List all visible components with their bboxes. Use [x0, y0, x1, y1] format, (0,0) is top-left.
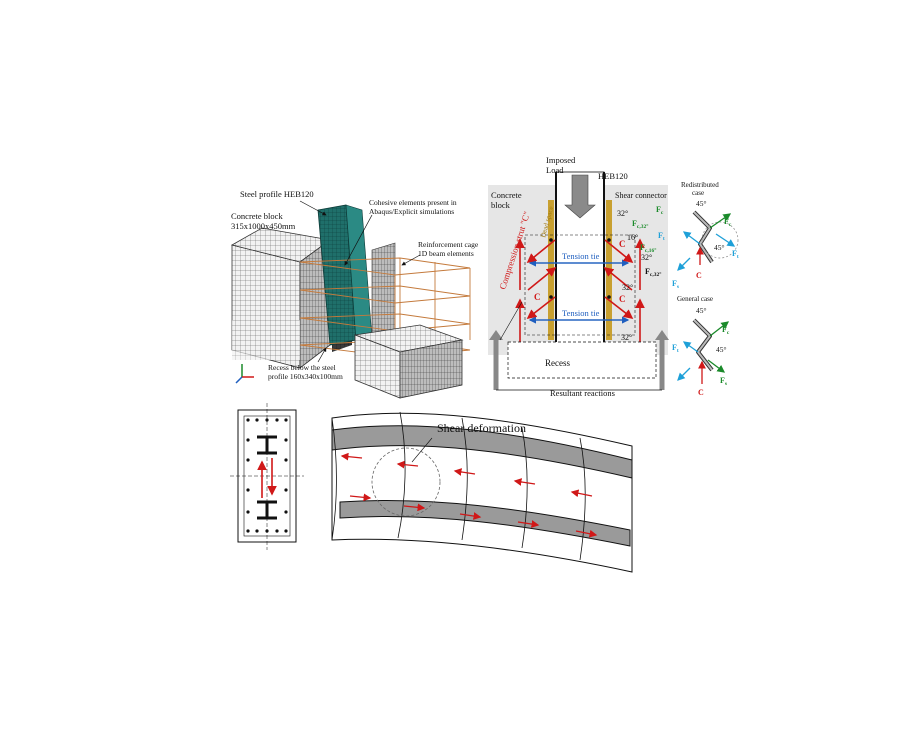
- general-fs-label: Fs: [720, 376, 727, 387]
- leader-recess: [317, 347, 327, 363]
- general-case-label: General case: [677, 295, 713, 303]
- cross-section-panel: [230, 403, 304, 550]
- steel-profile-label: Steel profile HEB120: [240, 189, 314, 199]
- angle-45-d: 45°: [716, 345, 727, 354]
- cohesive-label: Cohesive elements present in: [369, 198, 457, 207]
- angle-45-a: 45°: [696, 199, 707, 208]
- redistributed-case-label-2: case: [692, 189, 704, 197]
- concrete-block-text: Concrete: [491, 190, 522, 200]
- angle-32-upper: 32°: [617, 209, 628, 218]
- recess-box: [507, 341, 657, 379]
- cohesive-label-2: Abaqus/Explicit simulations: [369, 207, 454, 216]
- strut-upper-right: [604, 239, 634, 264]
- reinforcement-label: Reinforcement cage: [418, 240, 479, 249]
- recess-label-2: profile 160x340x100mm: [268, 372, 343, 381]
- strut-upper-left: [526, 239, 556, 264]
- leader-cohesive: [344, 214, 373, 266]
- angle-45-b: 45°: [714, 243, 725, 252]
- concrete-block-dim-label: 315x1000x450mm: [231, 221, 296, 231]
- shear-deformation-title: Shear deformation: [437, 421, 526, 435]
- force-c32-label: Fc,32°: [632, 219, 648, 230]
- redistributed-fc-label: Fc: [724, 217, 732, 228]
- shear-connector-label: Shear connector: [615, 191, 667, 200]
- force-t-label: Ft: [658, 231, 665, 242]
- leader-steel-profile: [299, 200, 327, 216]
- concrete-block-lower-mesh: [232, 320, 300, 360]
- fe-model-panel: Steel profile HEB120 Concrete block 315x…: [230, 189, 479, 399]
- shear-zone-circle: [371, 447, 441, 517]
- connector-redistributed: [692, 210, 714, 264]
- recess-text: Recess: [545, 358, 570, 368]
- c-label-upper-right: C: [619, 239, 626, 249]
- c-label-mid-left: C: [534, 292, 541, 302]
- strut-lower-left: [526, 296, 556, 319]
- redistributed-fs-label: Fs: [672, 279, 679, 290]
- redistributed-c-label: C: [696, 271, 702, 280]
- connector-cases-panel: Redistributed case General case 45° 45° …: [672, 181, 739, 397]
- general-c-label: C: [698, 388, 704, 397]
- imposed-load-arrow: [564, 174, 596, 219]
- tension-tie-label-upper: Tension tie: [562, 251, 600, 261]
- recess-label: Recess below the steel: [268, 363, 336, 372]
- strut-lower-right: [604, 296, 634, 319]
- strut-region: [524, 234, 636, 336]
- concrete-block-text-2: block: [491, 200, 511, 210]
- force-c16-label: Fc,16°: [640, 243, 656, 254]
- heb120-label: HEB120: [598, 171, 628, 181]
- general-fc-label: Fc: [722, 325, 730, 336]
- angle-16: 16°: [627, 233, 638, 242]
- leader-reinforcement: [401, 254, 421, 266]
- upper-steel-beam: [331, 425, 633, 479]
- redistributed-ft-label: Ft: [732, 249, 739, 260]
- shear-deformation-panel: Shear deformation: [331, 411, 633, 573]
- angle-32-side: 32°: [641, 253, 652, 262]
- concrete-block-front-low-side: [399, 339, 463, 399]
- angle-32-mid: 32°: [622, 283, 633, 292]
- force-c-label: Fc: [656, 205, 664, 216]
- axis-triad-icon: [235, 364, 254, 384]
- c-label-mid-right: C: [619, 294, 626, 304]
- resultant-reactions-label: Resultant reactions: [550, 388, 615, 398]
- imposed-load-label-2: Load: [546, 165, 564, 175]
- angle-32-low: 32°: [621, 333, 632, 342]
- angle-45-c: 45°: [696, 306, 707, 315]
- i-section-upper: [257, 435, 277, 455]
- redistributed-case-label: Redistributed: [681, 181, 719, 189]
- i-section-lower: [257, 500, 277, 520]
- strut-mid-left: [527, 266, 557, 291]
- force-c32-bottom-label: Fc,32°: [645, 267, 661, 278]
- imposed-load-label: Imposed: [546, 155, 576, 165]
- strut-mid-right: [603, 266, 633, 291]
- deformed-grid: [331, 411, 586, 561]
- general-ft-label: Ft: [672, 343, 679, 354]
- rebar-dots: [246, 418, 288, 533]
- tension-tie-label-lower: Tension tie: [562, 308, 600, 318]
- lower-steel-beam: [339, 499, 631, 547]
- concrete-block-label: Concrete block: [231, 211, 283, 221]
- mechanism-panel: Imposed Load HEB120 Concrete block Shear…: [488, 155, 669, 398]
- reinforcement-label-2: 1D beam elements: [418, 249, 474, 258]
